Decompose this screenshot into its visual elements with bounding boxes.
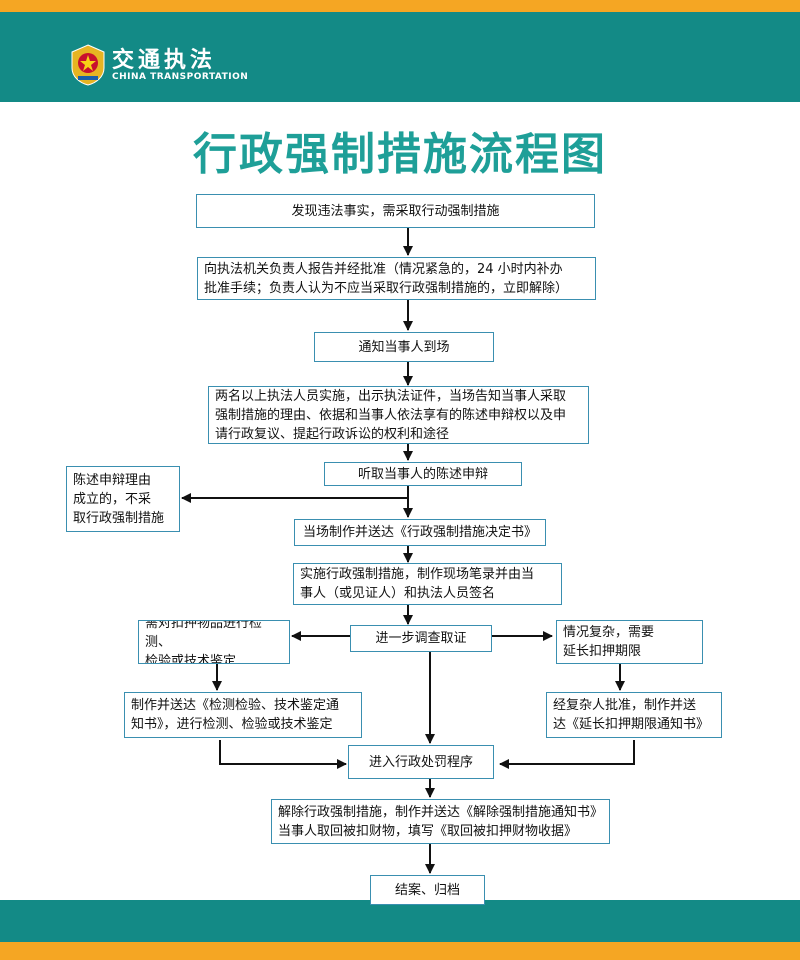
step-enforcement-officers: 两名以上执法人员实施，出示执法证件，当场告知当事人采取 强制措施的理由、依据和当… (208, 386, 589, 444)
brand-name-cn: 交通执法 (112, 48, 217, 73)
arrow-l2-n9 (219, 740, 347, 769)
step-further-investigation: 进一步调查取证 (350, 625, 492, 652)
step-decision-document: 当场制作并送达《行政强制措施决定书》 (294, 519, 546, 546)
step-extension-notice: 经复杂人批准，制作并送 达《延长扣押期限通知书》 (546, 692, 722, 738)
step-notify-party: 通知当事人到场 (314, 332, 494, 362)
step-close-archive: 结案、归档 (370, 875, 485, 905)
header-teal-band (0, 12, 800, 102)
step-discover-violation: 发现违法事实，需采取行动强制措施 (196, 194, 595, 228)
page-title: 行政强制措施流程图 (193, 129, 607, 180)
step-release-measures: 解除行政强制措施，制作并送达《解除强制措施通知书》 当事人取回被扣财物，填写《取… (271, 799, 610, 844)
bottom-orange-bar (0, 942, 800, 960)
transport-emblem-icon (71, 44, 105, 86)
footer-teal-band (0, 900, 800, 942)
arrow-r2-n9 (499, 740, 635, 769)
step-hear-statement: 听取当事人的陈述申辩 (324, 462, 522, 486)
side-statement-valid: 陈述申辩理由 成立的，不采 取行政强制措施 (66, 466, 180, 532)
top-orange-bar (0, 0, 800, 12)
brand-name-en: CHINA TRANSPORTATION (112, 72, 249, 82)
step-inspection-needed: 需对扣押物品进行检测、 检验或技术鉴定 (138, 620, 290, 664)
step-report-approval: 向执法机关负责人报告并经批准（情况紧急的，24 小时内补办 批准手续；负责人认为… (197, 257, 596, 300)
step-extend-detention: 情况复杂，需要 延长扣押期限 (556, 620, 703, 664)
step-implement-measures: 实施行政强制措施，制作现场笔录并由当 事人（或见证人）和执法人员签名 (293, 563, 562, 605)
step-inspection-notice: 制作并送达《检测检验、技术鉴定通 知书》，进行检测、检验或技术鉴定 (124, 692, 362, 738)
step-administrative-penalty: 进入行政处罚程序 (348, 745, 494, 779)
